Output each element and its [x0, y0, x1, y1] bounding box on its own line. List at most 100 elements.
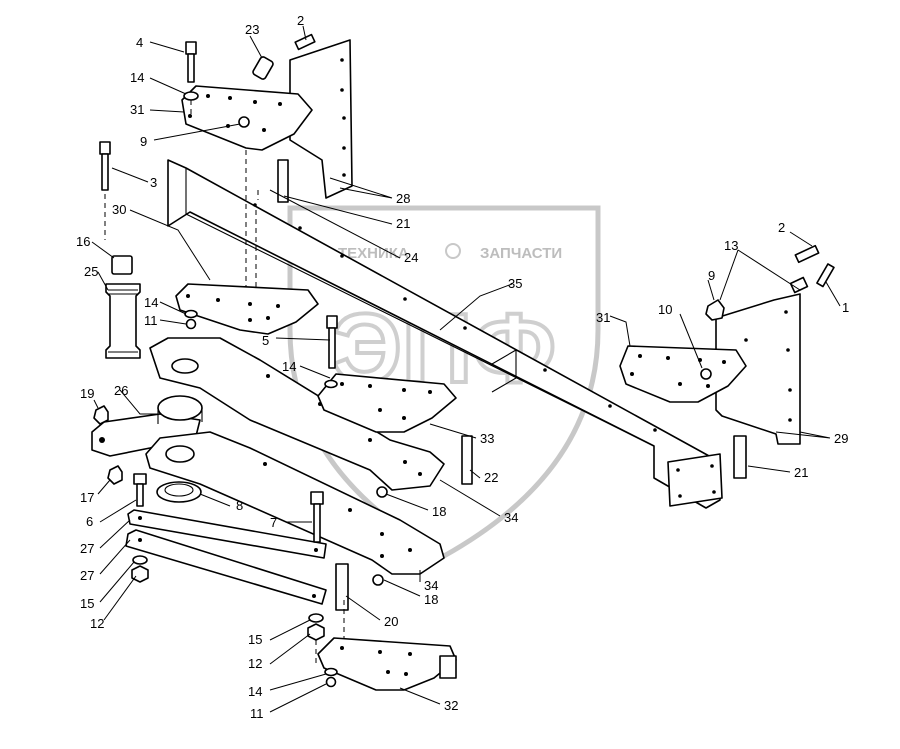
spring-element-25	[105, 283, 141, 359]
bars-27	[125, 473, 349, 666]
main-beam	[167, 159, 723, 509]
callout-2: 2	[778, 220, 785, 235]
callout-13: 13	[724, 238, 738, 253]
sleeve-20	[335, 563, 349, 611]
bolt-5	[326, 315, 338, 329]
right-bracket	[619, 244, 835, 479]
callout-22: 22	[484, 470, 498, 485]
callout-5: 5	[262, 333, 269, 348]
callout-21: 21	[794, 465, 808, 480]
bolt-7	[310, 491, 324, 505]
bolts-upper-left	[99, 41, 259, 320]
callout-14: 14	[248, 684, 262, 699]
callout-31: 31	[130, 102, 144, 117]
nut-17	[107, 465, 123, 485]
callout-12: 12	[90, 616, 104, 631]
callout-12: 12	[248, 656, 262, 671]
bushing-16	[111, 255, 133, 275]
spring-bushing	[105, 255, 141, 359]
callout-31: 31	[596, 310, 610, 325]
callout-2: 2	[297, 13, 304, 28]
callout-34: 34	[424, 578, 438, 593]
callout-35: 35	[508, 276, 522, 291]
arm-34-lower	[145, 431, 445, 586]
callout-9: 9	[708, 268, 715, 283]
washer-15-left	[132, 555, 148, 565]
callout-9: 9	[140, 134, 147, 149]
nut-11-left	[185, 318, 197, 330]
arm-34-upper	[149, 337, 445, 491]
nut-18-lower	[372, 574, 384, 586]
callout-4: 4	[136, 35, 143, 50]
callout-29: 29	[834, 431, 848, 446]
leader-lines	[91, 25, 841, 713]
callout-11: 11	[250, 706, 264, 721]
callout-6: 6	[86, 514, 93, 529]
callout-27: 27	[80, 568, 94, 583]
callout-21: 21	[396, 216, 410, 231]
nut-10	[700, 368, 712, 380]
plate-30	[175, 283, 319, 335]
callout-7: 7	[270, 515, 277, 530]
callout-24: 24	[404, 250, 418, 265]
nut-9-right	[705, 299, 725, 321]
bushing-23	[252, 56, 274, 80]
washer-14-left	[184, 309, 198, 319]
beam-end-plate	[667, 453, 723, 507]
callout-23: 23	[245, 22, 259, 37]
nut-19	[93, 405, 109, 425]
callout-15: 15	[80, 596, 94, 611]
nut-11-lower	[325, 676, 337, 688]
plate-33	[317, 315, 473, 498]
bolt-1	[816, 263, 835, 288]
callout-20: 20	[384, 614, 398, 629]
washer-15-right	[308, 613, 324, 623]
callout-17: 17	[80, 490, 94, 505]
callout-18: 18	[432, 504, 446, 519]
washer-14-lower	[324, 667, 338, 677]
sleeve-22	[461, 435, 473, 485]
watermark-text-right: ЗАПЧАСТИ	[480, 245, 562, 262]
callout-26: 26	[114, 383, 128, 398]
bushing-8	[156, 481, 202, 503]
bolt-2-right	[794, 244, 820, 264]
callout-14: 14	[144, 295, 158, 310]
callout-15: 15	[248, 632, 262, 647]
nut-18-upper	[376, 486, 388, 498]
callout-18: 18	[424, 592, 438, 607]
bolt-2-upper	[294, 33, 316, 51]
vertical-plate-29	[715, 293, 801, 445]
watermark-gear-icon	[445, 243, 461, 259]
callout-14: 14	[282, 359, 296, 374]
upper-bracket	[181, 33, 353, 203]
callout-10: 10	[658, 302, 672, 317]
callout-34: 34	[504, 510, 518, 525]
sleeve-21-lower	[733, 435, 747, 479]
nut-12-right	[307, 623, 325, 641]
callout-1: 1	[842, 300, 849, 315]
callout-3: 3	[150, 175, 157, 190]
bolt-6	[133, 473, 147, 485]
callout-32: 32	[444, 698, 458, 713]
callout-11: 11	[144, 313, 158, 328]
callout-19: 19	[80, 386, 94, 401]
callout-27: 27	[80, 541, 94, 556]
callout-30: 30	[112, 202, 126, 217]
callouts: 4 14 31 9 23 2 3 30 16 25 14 11 5 14 26 …	[76, 13, 849, 721]
lever-26	[91, 395, 203, 485]
nut-9-upper	[238, 116, 250, 128]
callout-28: 28	[396, 191, 410, 206]
watermark-text-left: ТЕХНИКА	[338, 245, 409, 262]
callout-14: 14	[130, 70, 144, 85]
sleeve-21-upper	[277, 159, 289, 203]
plate-32	[317, 637, 457, 691]
vertical-plate-28	[289, 39, 353, 199]
nut-12-left	[131, 565, 149, 583]
callout-33: 33	[480, 431, 494, 446]
callout-8: 8	[236, 498, 243, 513]
callout-16: 16	[76, 234, 90, 249]
callout-25: 25	[84, 264, 98, 279]
mount-plate-31-right	[619, 345, 747, 403]
